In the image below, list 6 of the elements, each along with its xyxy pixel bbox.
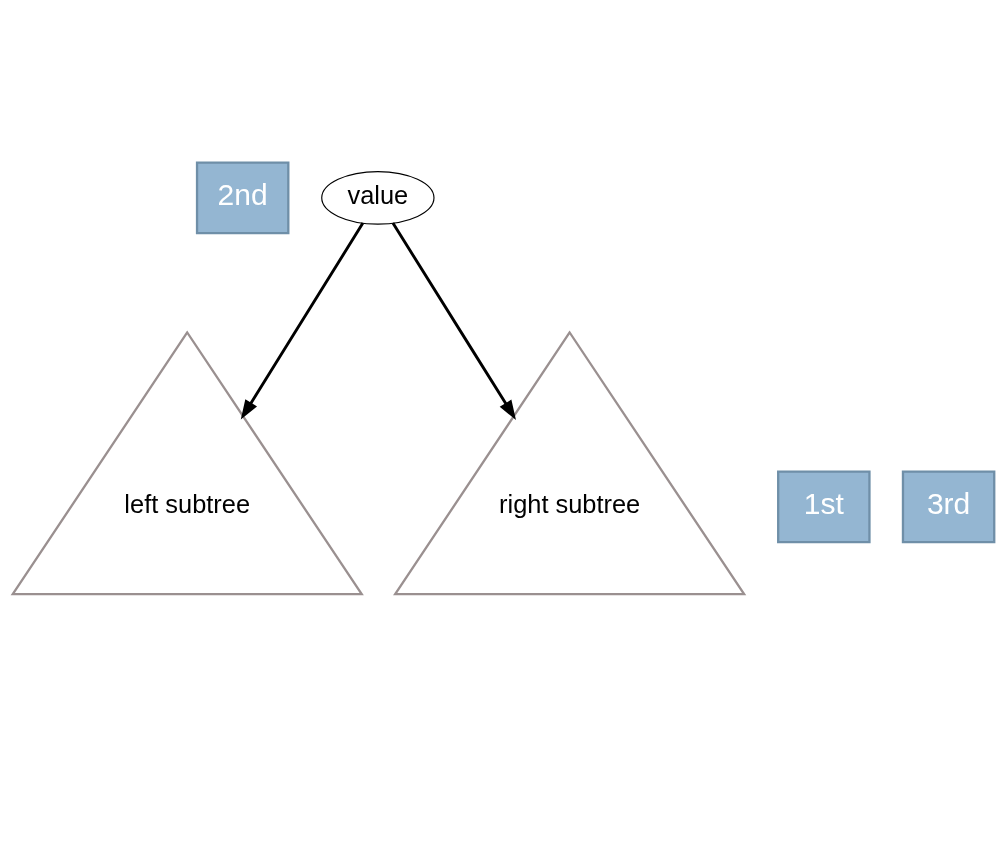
node-ellipse: value	[321, 171, 435, 225]
arrow	[391, 222, 516, 420]
node-box: 3rd	[901, 470, 996, 544]
node-box: 2nd	[195, 161, 290, 235]
node-box: 1st	[777, 470, 871, 544]
arrow	[240, 222, 365, 420]
